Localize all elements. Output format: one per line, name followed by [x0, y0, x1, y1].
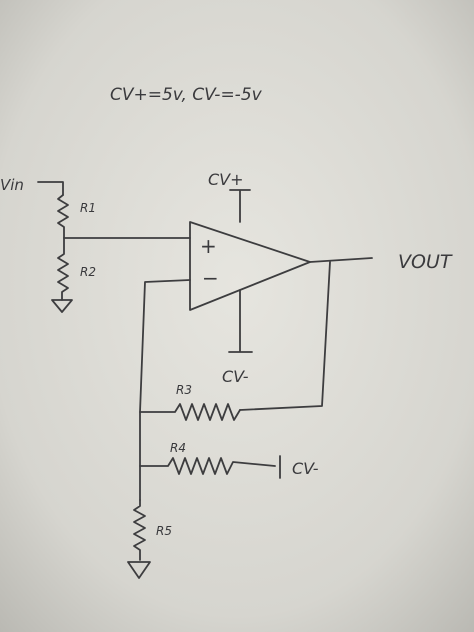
ground-icon-r2 [51, 299, 73, 313]
cv-plus-rail [229, 189, 251, 223]
minus-input-mark: − [202, 266, 219, 290]
r4-label: R4 [170, 441, 186, 455]
r5-label: R5 [156, 524, 172, 538]
output-wire [309, 257, 373, 263]
feedback-wire [239, 261, 331, 411]
plus-input-mark: + [200, 234, 217, 258]
resistor-r4 [139, 457, 276, 475]
vin-wire [37, 181, 64, 196]
r3-label: R3 [176, 383, 192, 397]
supply-note: CV+=5v, CV-=-5v [110, 85, 263, 105]
vin-label: Vin [0, 176, 24, 194]
r1-label: R1 [80, 201, 96, 215]
resistor-r5 [133, 499, 146, 561]
cv-plus-label: CV+ [208, 170, 244, 189]
resistor-r1 [57, 194, 69, 239]
vout-label: VOUT [398, 251, 453, 273]
cv-minus-bottom-label: CV- [222, 367, 249, 386]
cv-minus-r4-label: CV- [292, 459, 319, 478]
r2-label: R2 [80, 265, 96, 279]
op-amp-triangle [189, 221, 311, 311]
cv-minus-rail [228, 289, 253, 353]
ground-icon-r5 [127, 561, 151, 579]
inverting-input-wire [139, 279, 191, 501]
resistor-r2 [57, 237, 69, 301]
resistor-r3 [139, 403, 241, 421]
